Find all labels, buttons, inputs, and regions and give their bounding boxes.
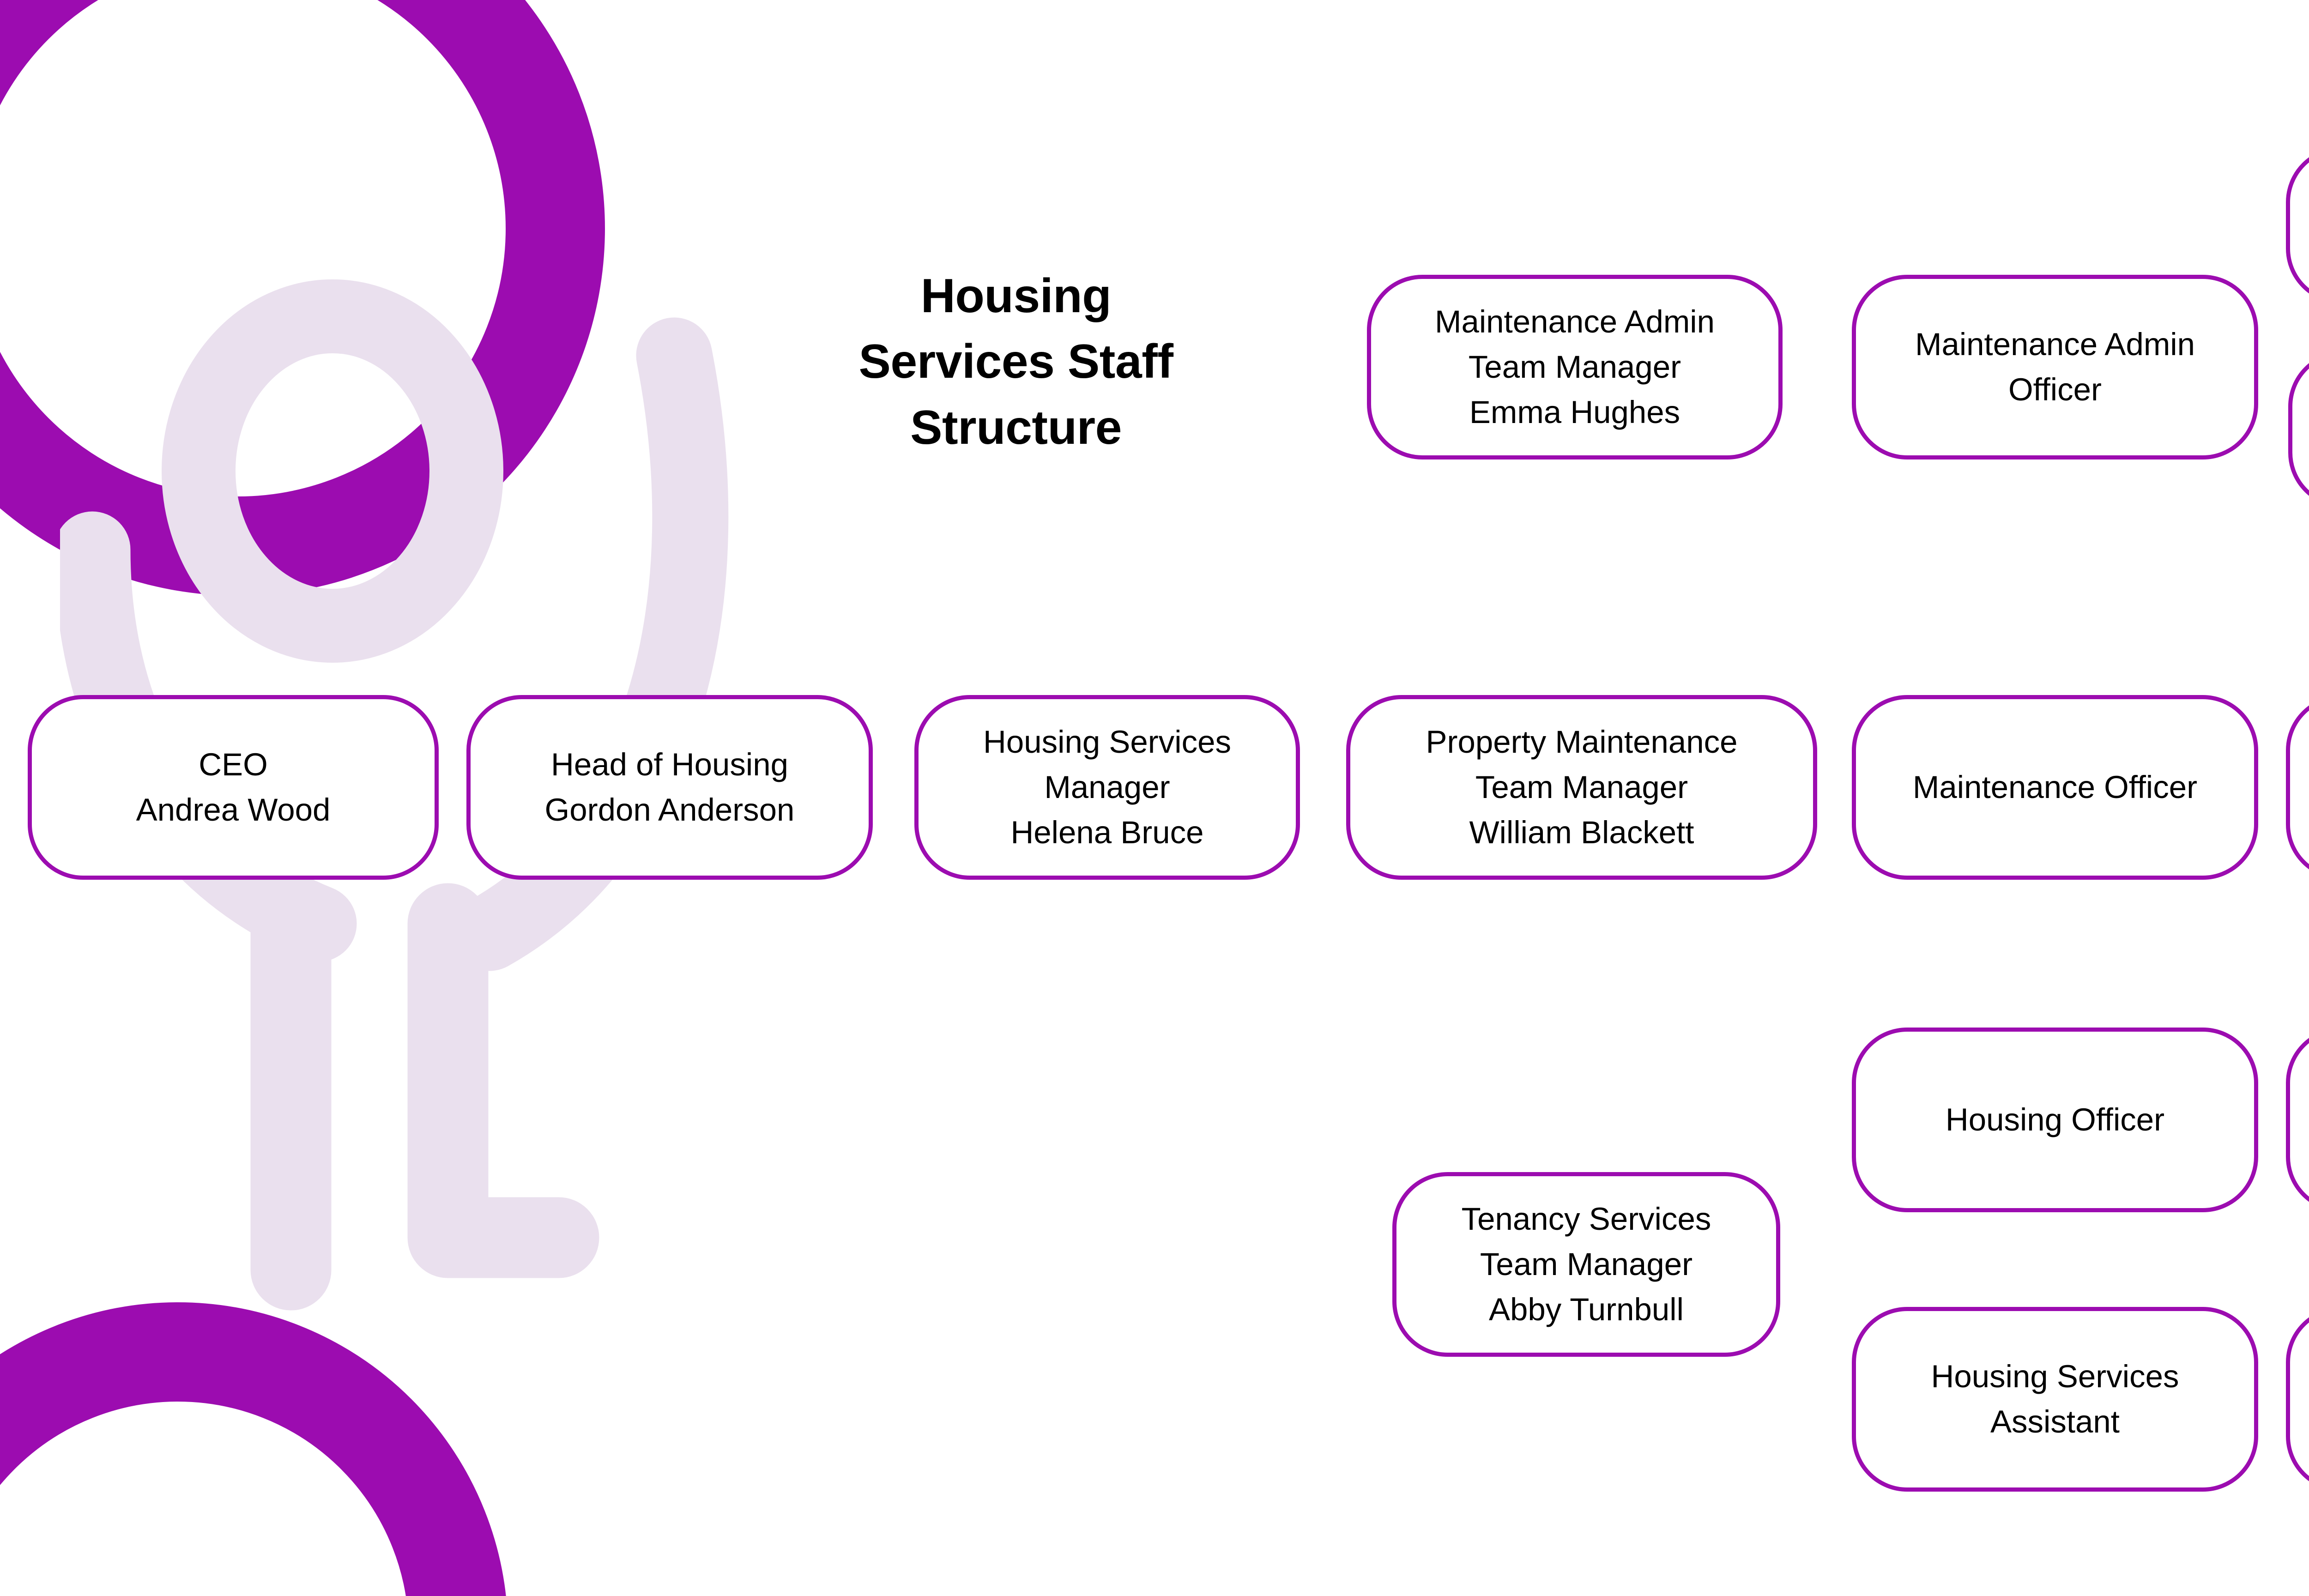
- org-node-label: Housing Services Assistant: [1931, 1359, 2179, 1439]
- org-node-housing-officer-2[interactable]: Housing Officer: [2286, 1028, 2309, 1212]
- org-node-label: Maintenance Admin Team Manager Emma Hugh…: [1434, 304, 1715, 430]
- org-node-label: Tenancy Services Team Manager Abby Turnb…: [1461, 1201, 1711, 1327]
- org-node-head-of-housing[interactable]: Head of Housing Gordon Anderson: [466, 695, 873, 880]
- org-node-label: Housing Officer: [1945, 1102, 2165, 1138]
- org-node-maintenance-officer-1[interactable]: Maintenance Officer: [1852, 695, 2258, 880]
- org-node-maintenance-officer-2[interactable]: Maintenance Officer: [2286, 695, 2309, 880]
- org-node-housing-services-manager[interactable]: Housing Services Manager Helena Bruce: [914, 695, 1300, 880]
- org-node-label: Property Maintenance Team Manager Willia…: [1426, 724, 1738, 850]
- decorative-ring-top-left: [0, 0, 605, 596]
- org-node-ceo[interactable]: CEO Andrea Wood: [28, 695, 439, 880]
- org-node-maintenance-admin-assistant-1[interactable]: Maintenance Admin Assistant: [2286, 147, 2309, 304]
- org-node-maintenance-admin-officer[interactable]: Maintenance Admin Officer: [1852, 275, 2258, 459]
- decorative-ring-bottom-left: [0, 1302, 508, 1596]
- org-node-property-maintenance-team-manager[interactable]: Property Maintenance Team Manager Willia…: [1346, 695, 1817, 880]
- org-node-housing-services-assistant-1[interactable]: Housing Services Assistant: [1852, 1307, 2258, 1492]
- org-node-tenancy-services-team-manager[interactable]: Tenancy Services Team Manager Abby Turnb…: [1392, 1172, 1780, 1357]
- org-node-housing-services-assistant-2-pt[interactable]: Housing Services Assistant (PT): [2286, 1307, 2309, 1492]
- org-node-label: Housing Services Manager Helena Bruce: [983, 724, 1231, 850]
- page-title: Housing Services Staff Structure: [858, 269, 1173, 454]
- org-node-label: CEO Andrea Wood: [136, 747, 331, 828]
- org-node-maintenance-admin-team-manager[interactable]: Maintenance Admin Team Manager Emma Hugh…: [1367, 275, 1783, 459]
- org-node-label: Maintenance Officer: [1912, 769, 2198, 805]
- org-node-maintenance-admin-assistant-2[interactable]: Maintenance Admin Assistant: [2288, 351, 2309, 508]
- org-node-housing-officer-1[interactable]: Housing Officer: [1852, 1028, 2258, 1212]
- org-node-label: Head of Housing Gordon Anderson: [544, 747, 795, 828]
- org-node-label: Maintenance Admin Officer: [1915, 326, 2195, 407]
